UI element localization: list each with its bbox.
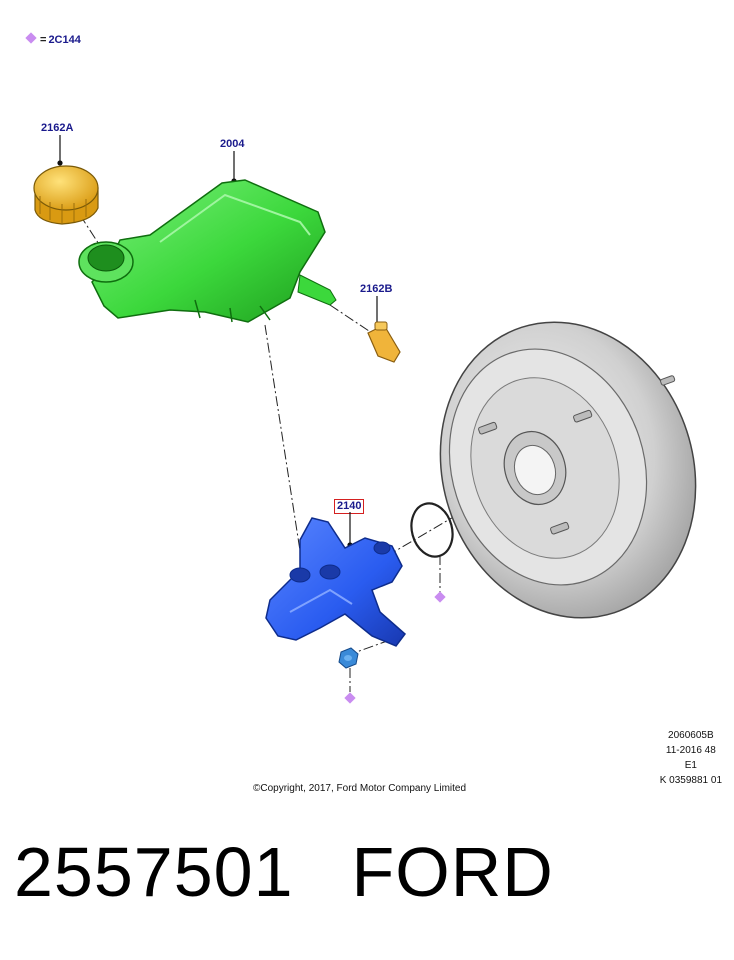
reference-line-4: K 0359881 01	[659, 775, 722, 786]
reference-line-1: 2060605B	[668, 730, 714, 741]
legend: =2C144	[25, 32, 81, 46]
fitting-nut[interactable]	[338, 647, 359, 669]
brand-name: FORD	[351, 833, 554, 911]
marker-diamond-icon	[434, 591, 446, 603]
legend-equals: =	[40, 34, 47, 46]
reference-line-2: 11-2016 48	[665, 745, 716, 756]
copyright-text: ©Copyright, 2017, Ford Motor Company Lim…	[253, 783, 467, 794]
part-number: 2557501	[14, 833, 294, 911]
callout-cap[interactable]: 2162A	[41, 122, 74, 134]
legend-code: 2C144	[48, 34, 81, 46]
reference-block: 2060605B 11-2016 48 E1 K 0359881 01	[660, 728, 722, 788]
marker-diamond-icon	[344, 692, 356, 704]
o-ring[interactable]	[406, 499, 459, 562]
service-markers	[344, 591, 446, 704]
part-title: 2557501 FORD	[14, 832, 554, 912]
brake-booster[interactable]	[403, 289, 733, 652]
reference-line-3: E1	[684, 760, 697, 771]
callout-master-cylinder[interactable]: 2140	[334, 499, 365, 514]
reservoir-connector[interactable]	[367, 321, 401, 363]
master-cylinder[interactable]	[265, 517, 407, 647]
callout-connector[interactable]: 2162B	[360, 283, 393, 295]
callout-reservoir[interactable]: 2004	[220, 138, 245, 150]
brake-fluid-reservoir[interactable]	[78, 179, 337, 323]
reservoir-cap[interactable]	[33, 165, 99, 225]
